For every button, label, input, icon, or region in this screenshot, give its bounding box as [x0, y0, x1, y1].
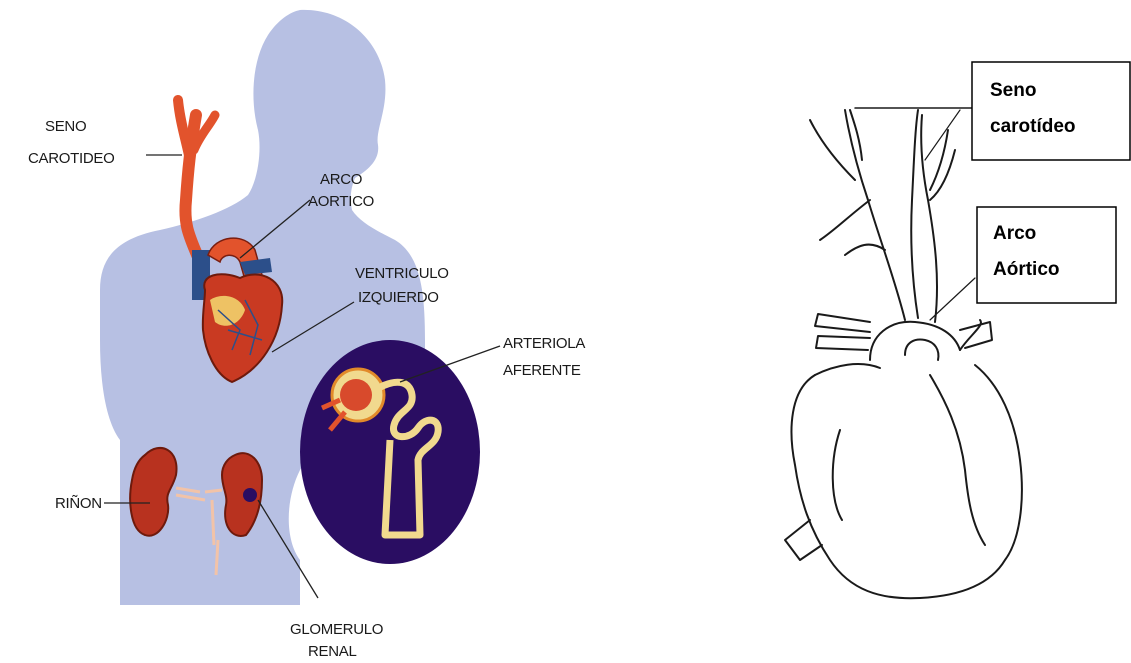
box-arco-line1: Arco [993, 223, 1036, 244]
label-seno-line2: CAROTIDEO [28, 150, 114, 167]
carotid-left-inner [911, 110, 918, 318]
box-seno-line2: carotídeo [990, 116, 1076, 137]
box-arco-line2: Aórtico [993, 259, 1060, 280]
carotid-branch-left-2 [850, 110, 862, 160]
carotid-bifurcation-right [930, 130, 955, 200]
heart-left-border [815, 364, 880, 375]
label-glomerulo-line2: RENAL [308, 643, 357, 660]
brachiocephalic-stub-upper [815, 314, 870, 332]
heart-outline [792, 365, 1022, 598]
kidney-glomerulus-marker [243, 488, 257, 502]
label-arteriola-line2: AFERENTE [503, 362, 581, 379]
box-arco-frame [977, 207, 1116, 303]
interventricular-line [930, 375, 985, 545]
carotid-branch-left-3 [820, 200, 870, 240]
label-arco-line1: ARCO [320, 171, 362, 188]
label-ventriculo-line2: IZQUIERDO [358, 289, 439, 306]
glomerulus-core [340, 379, 372, 411]
box-seno-line1: Seno [990, 80, 1036, 101]
apex-stub [785, 520, 822, 560]
aortic-arch-inner [905, 340, 938, 360]
box-seno-frame [972, 62, 1130, 160]
carotid-branch-left [178, 100, 190, 160]
carotid-left-trunk [845, 110, 905, 320]
label-ventriculo-line1: VENTRICULO [355, 265, 449, 282]
atrium-curve [833, 430, 842, 520]
ureter [212, 500, 214, 545]
carotid-branch-left-4 [845, 245, 885, 255]
left-diagram: SENO CAROTIDEO ARCO AORTICO VENTRICULO I… [28, 10, 585, 660]
label-box-arco: Arco Aórtico [977, 207, 1116, 303]
right-diagram [785, 108, 1022, 598]
label-glomerulo-line1: GLOMERULO [290, 621, 383, 638]
label-box-seno: Seno carotídeo [972, 62, 1130, 160]
label-arteriola-line1: ARTERIOLA [503, 335, 585, 352]
label-seno-line1: SENO [45, 118, 86, 135]
label-arco-line2: AORTICO [308, 193, 374, 210]
glomerulus-inset [300, 340, 480, 564]
brachiocephalic-stub-lower [816, 336, 870, 350]
label-rinon: RIÑON [55, 495, 102, 512]
